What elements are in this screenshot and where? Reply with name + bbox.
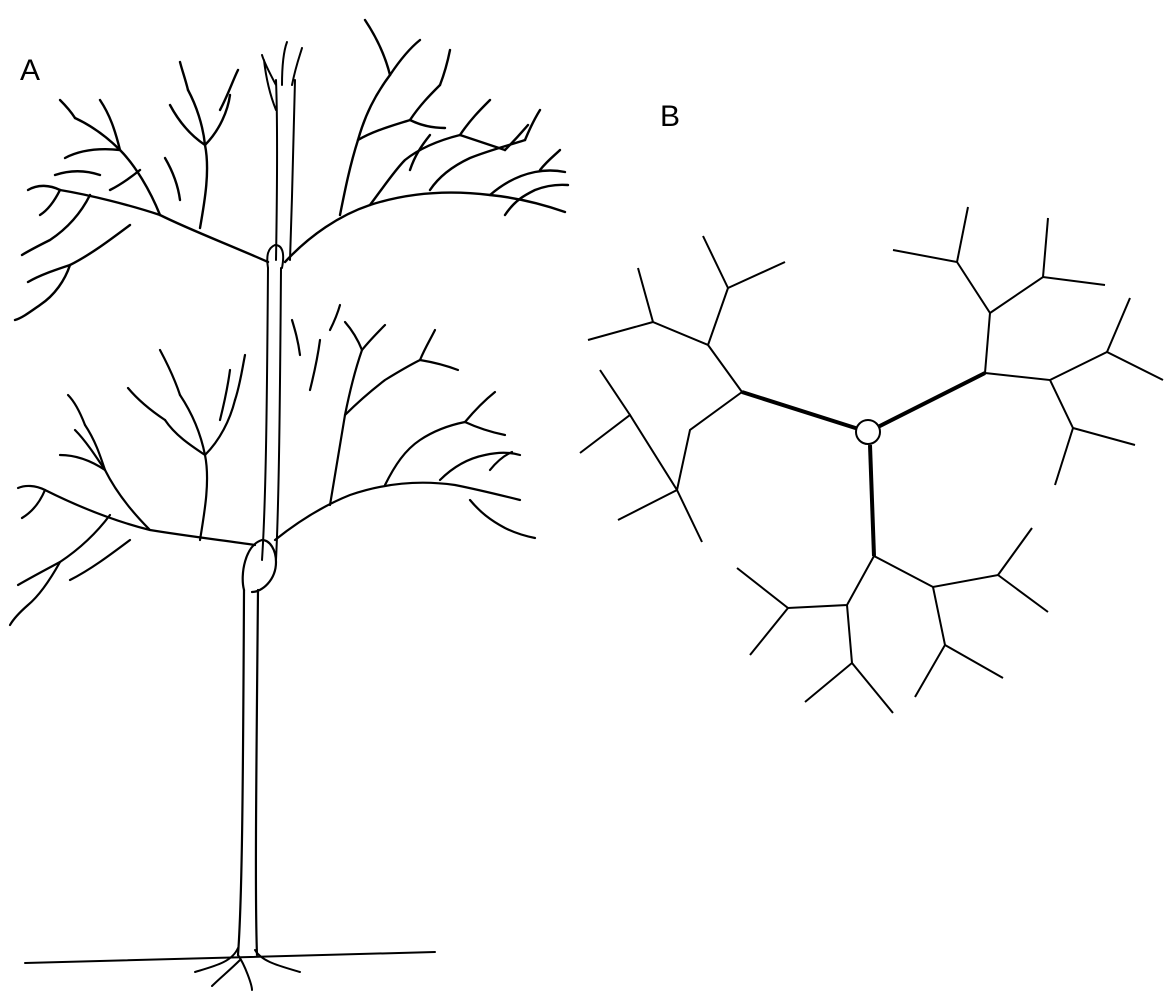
center-node-circle bbox=[856, 420, 880, 444]
trunk-joint-lower bbox=[243, 540, 276, 592]
lower-tier-right-branch bbox=[275, 305, 535, 540]
trunk-top-leader bbox=[262, 42, 302, 260]
primary-limbs bbox=[742, 373, 985, 556]
trunk-middle bbox=[262, 268, 281, 560]
panel-b-tree-schematic bbox=[580, 207, 1163, 713]
limb-bottom-branches bbox=[737, 528, 1048, 713]
tree-roots bbox=[195, 948, 300, 990]
upper-tier-left-branch bbox=[15, 62, 268, 320]
limb-right-branches bbox=[893, 207, 1163, 485]
lower-tier-left-branch bbox=[10, 350, 255, 625]
upper-tier-right-branch bbox=[285, 20, 568, 262]
trunk-lower bbox=[238, 590, 258, 955]
panel-a-tree-drawing bbox=[10, 20, 568, 990]
limb-left-branches bbox=[580, 236, 785, 542]
